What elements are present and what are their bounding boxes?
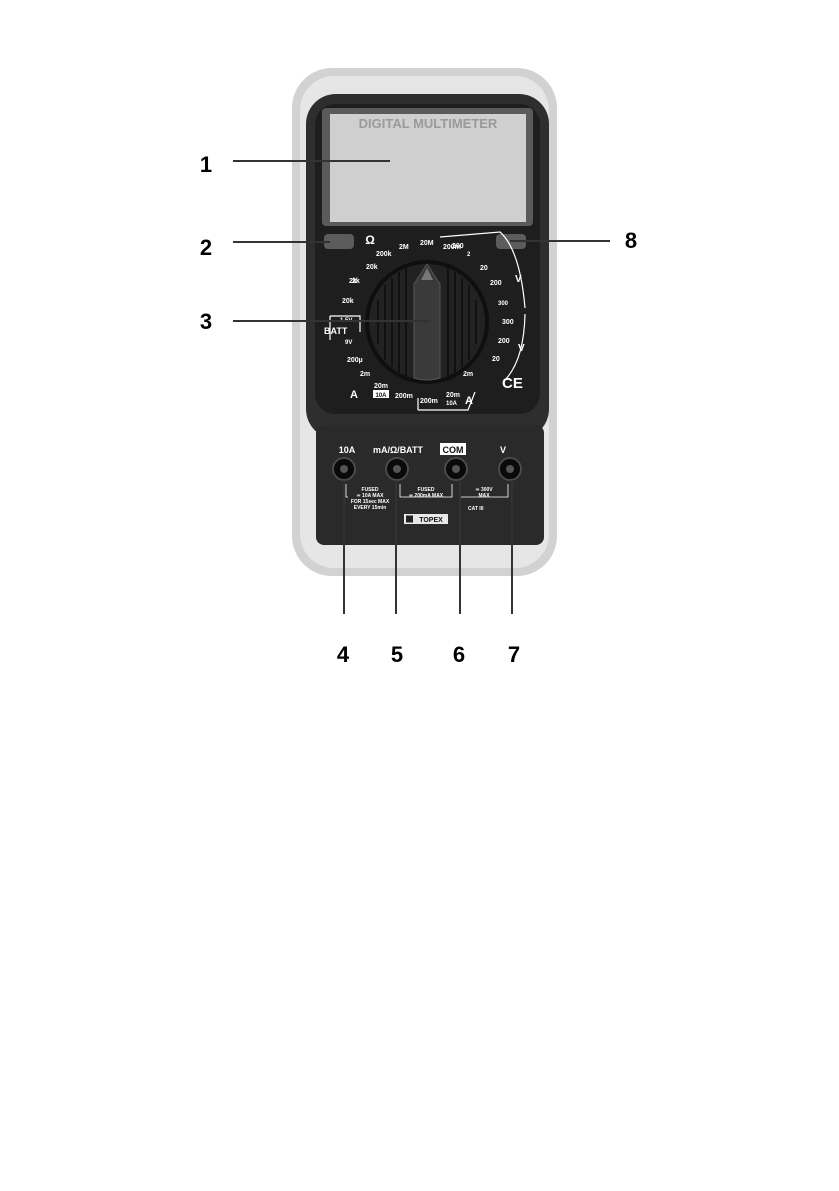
fuse-text: EVERY 15min: [354, 505, 387, 511]
acv-symbol: V: [518, 343, 525, 354]
ohm-symbol: Ω: [365, 233, 375, 247]
jack-com[interactable]: [445, 458, 467, 480]
range-label: 10A: [446, 401, 458, 407]
jack-10a[interactable]: [333, 458, 355, 480]
callout-6: 6: [453, 642, 465, 667]
batt-value: 9V: [345, 340, 352, 346]
jack-label-v: V: [500, 445, 506, 455]
jack-label-com: COM: [443, 445, 464, 455]
range-label: 200m: [420, 398, 438, 405]
callout-2: 2: [200, 235, 212, 260]
range-label: 200m: [395, 393, 413, 400]
batt-label: BATT: [324, 326, 348, 336]
range-label: 200: [498, 338, 510, 345]
diode-label: 2k: [352, 278, 360, 285]
range-label: 20: [492, 356, 500, 363]
callout-5: 5: [391, 642, 403, 667]
vmax-text: MAX: [478, 493, 490, 499]
range-label: 20m: [374, 383, 388, 390]
range-label: 20: [480, 265, 488, 272]
range-label: 200k: [376, 251, 392, 258]
jack-label-10a: 10A: [339, 445, 356, 455]
callout-3: 3: [200, 309, 212, 334]
range-label: 20k: [366, 264, 378, 271]
hfe-label: 20k: [342, 298, 354, 305]
range-label: 2m: [463, 371, 473, 378]
display-title: DIGITAL MULTIMETER: [359, 116, 498, 131]
range-label: 300: [502, 319, 514, 326]
cat-rating: CAT III: [468, 506, 484, 512]
fuse-text: ≃ 200mA MAX: [409, 493, 444, 499]
aca-symbol: A: [465, 395, 473, 407]
range-label: 2m: [360, 371, 370, 378]
range-label: 20m: [446, 392, 460, 399]
range-label: 200: [490, 280, 502, 287]
dca-symbol: A: [350, 389, 358, 401]
meter-body-lower: [316, 425, 544, 545]
ce-mark: CE: [502, 375, 523, 392]
range-label: 2M: [399, 244, 409, 251]
brand-text: TOPEX: [419, 517, 443, 524]
callout-4: 4: [337, 642, 350, 667]
range-label: 20M: [420, 240, 434, 247]
range-label: 200µ: [347, 357, 363, 364]
dcv-symbol: V: [515, 274, 522, 285]
range-label: 200m: [443, 244, 461, 251]
callout-7: 7: [508, 642, 520, 667]
topex-logo: TOPEX: [404, 514, 448, 524]
callout-8: 8: [625, 228, 637, 253]
jack-ma-ohm-batt[interactable]: [386, 458, 408, 480]
range-label: 300: [498, 301, 509, 307]
jack-label-ma: mA/Ω/BATT: [373, 445, 424, 455]
jack-v[interactable]: [499, 458, 521, 480]
dca-10a-label: 10A: [375, 393, 387, 399]
lcd-display: DIGITAL MULTIMETER: [322, 108, 533, 226]
callout-1: 1: [200, 152, 212, 177]
